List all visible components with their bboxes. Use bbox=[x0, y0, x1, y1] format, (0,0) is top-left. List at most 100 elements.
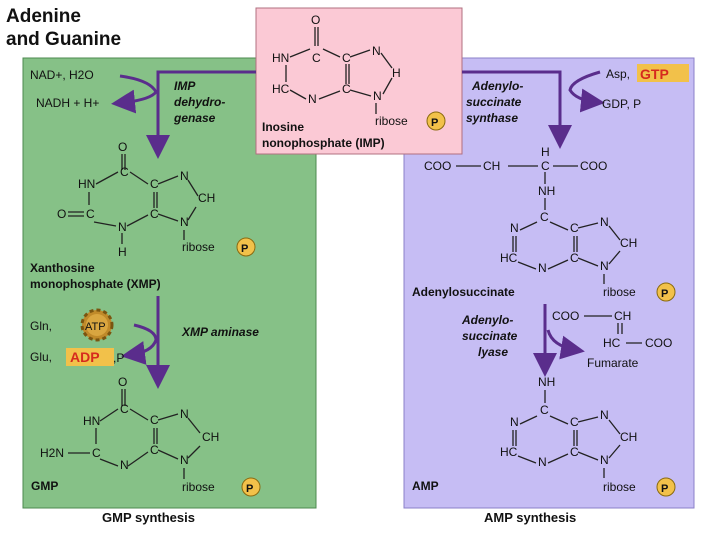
imp-c6: C bbox=[312, 51, 321, 65]
amp-enzyme1-line1: Adenylo- bbox=[471, 79, 523, 93]
xmp-o6: O bbox=[118, 140, 127, 154]
gmp-phosphate: P bbox=[246, 483, 253, 495]
amp-c6: C bbox=[540, 403, 549, 417]
as-coo-left: COO bbox=[424, 159, 451, 173]
as-c4: C bbox=[570, 251, 579, 265]
xmp-c5: C bbox=[150, 177, 159, 191]
imp-n7: N bbox=[372, 44, 381, 58]
amp-n1: N bbox=[510, 415, 519, 429]
fumarate-structure: COO CH HC COO bbox=[552, 309, 672, 350]
amp-product-label: AMP bbox=[412, 479, 439, 493]
imp-name-1: Inosine bbox=[262, 120, 304, 134]
amp-n9: N bbox=[600, 453, 609, 467]
gmp-structure: O HN C C N CH H2N C C N N ribose P bbox=[40, 375, 261, 497]
amp-hc: HC bbox=[500, 445, 518, 459]
fumarate-label: Fumarate bbox=[587, 356, 639, 370]
imp-hn: HN bbox=[272, 51, 289, 65]
nad-label: NAD+, H2O bbox=[30, 68, 94, 82]
fumarate-release-arrow bbox=[546, 329, 585, 360]
imp-hc: HC bbox=[272, 82, 290, 96]
atp-gear-icon bbox=[80, 308, 114, 342]
amp-nh2: NH bbox=[538, 375, 555, 389]
gmp-enzyme1-line1: IMP bbox=[174, 79, 196, 93]
amp-phosphate: P bbox=[661, 483, 668, 495]
xmp-ribose: ribose bbox=[182, 240, 215, 254]
imp-c5: C bbox=[342, 51, 351, 65]
as-ribose: ribose bbox=[603, 285, 636, 299]
fum-coo-left: COO bbox=[552, 309, 579, 323]
imp-name-2: nonophosphate (IMP) bbox=[262, 136, 385, 150]
gmp-product-label: GMP bbox=[31, 479, 58, 493]
gmp-c4: C bbox=[150, 443, 159, 457]
as-n1: N bbox=[510, 221, 519, 235]
xmp-n3: N bbox=[118, 220, 127, 234]
fum-hc: HC bbox=[603, 336, 621, 350]
xmp-c6: C bbox=[120, 165, 129, 179]
imp-n3: N bbox=[308, 92, 317, 106]
gmp-ch: CH bbox=[202, 430, 219, 444]
as-n7: N bbox=[600, 215, 609, 229]
xmp-o2: O bbox=[57, 207, 66, 221]
as-coo-right: COO bbox=[580, 159, 607, 173]
as-c6: C bbox=[540, 210, 549, 224]
xmp-name-1: Xanthosine bbox=[30, 261, 95, 275]
amp-enzyme2-line3: lyase bbox=[478, 345, 508, 359]
imp-o: O bbox=[311, 13, 320, 27]
xmp-n7: N bbox=[180, 169, 189, 183]
xmp-c2: C bbox=[86, 207, 95, 221]
imp-to-adenylosuccinate-arrow bbox=[462, 70, 572, 149]
imp-to-xmp-arrow bbox=[146, 70, 256, 159]
as-h: H bbox=[541, 145, 550, 159]
gmp-n7: N bbox=[180, 407, 189, 421]
imp-c4: C bbox=[342, 82, 351, 96]
nadh-label: NADH + H+ bbox=[36, 96, 99, 110]
gln-cofactor-arrow bbox=[121, 323, 158, 365]
xmp-n9: N bbox=[180, 215, 189, 229]
amp-ribose: ribose bbox=[603, 480, 636, 494]
gdp-label: GDP, P bbox=[602, 97, 641, 111]
as-ch2: CH bbox=[483, 159, 500, 173]
gmp-enzyme2: XMP aminase bbox=[181, 325, 259, 339]
gmp-c5: C bbox=[150, 413, 159, 427]
amp-n7: N bbox=[600, 408, 609, 422]
pi-label: ,P bbox=[113, 351, 124, 365]
xmp-h3: H bbox=[118, 245, 127, 259]
adenylosuccinate-structure: COO CH H C COO NH C N C N CH HC C N N ri… bbox=[424, 145, 676, 302]
gmp-n3: N bbox=[120, 458, 129, 472]
xmp-phosphate: P bbox=[241, 243, 248, 255]
fum-coo-right: COO bbox=[645, 336, 672, 350]
fum-ch: CH bbox=[614, 309, 631, 323]
imp-n9: N bbox=[373, 89, 382, 103]
gmp-h2n: H2N bbox=[40, 446, 64, 460]
as-phosphate: P bbox=[661, 288, 668, 300]
asp-label: Asp, bbox=[606, 67, 630, 81]
imp-ch: H bbox=[392, 66, 401, 80]
amp-structure: NH C N C N CH HC C N N ribose P bbox=[500, 375, 676, 497]
xmp-name-2: monophosphate (XMP) bbox=[30, 277, 161, 291]
xmp-hn: HN bbox=[78, 177, 95, 191]
gmp-o6: O bbox=[118, 375, 127, 389]
title-line-2: and Guanine bbox=[6, 29, 121, 50]
gmp-n9: N bbox=[180, 453, 189, 467]
adenylosuccinate-label: Adenylosuccinate bbox=[412, 285, 515, 299]
as-ch8: CH bbox=[620, 236, 637, 250]
amp-ch8: CH bbox=[620, 430, 637, 444]
gmp-hn: HN bbox=[83, 414, 100, 428]
amp-enzyme1-line3: synthase bbox=[466, 111, 518, 125]
as-nh: NH bbox=[538, 184, 555, 198]
as-n9: N bbox=[600, 259, 609, 273]
nad-cofactor-arrow bbox=[111, 74, 158, 114]
amp-c4: C bbox=[570, 445, 579, 459]
gmp-enzyme1-line3: genase bbox=[173, 111, 216, 125]
title-line-1: Adenine bbox=[6, 6, 81, 27]
gmp-footer: GMP synthesis bbox=[102, 510, 195, 525]
imp-structure: O HN C C N H HC N C N ribose P Inosine n… bbox=[262, 13, 446, 150]
imp-ribose: ribose bbox=[375, 114, 408, 128]
as-c: C bbox=[541, 159, 550, 173]
adp-label: ADP bbox=[70, 349, 100, 365]
amp-footer: AMP synthesis bbox=[484, 510, 576, 525]
imp-phosphate: P bbox=[431, 117, 438, 129]
xmp-ch: CH bbox=[198, 191, 215, 205]
gmp-c2: C bbox=[92, 446, 101, 460]
